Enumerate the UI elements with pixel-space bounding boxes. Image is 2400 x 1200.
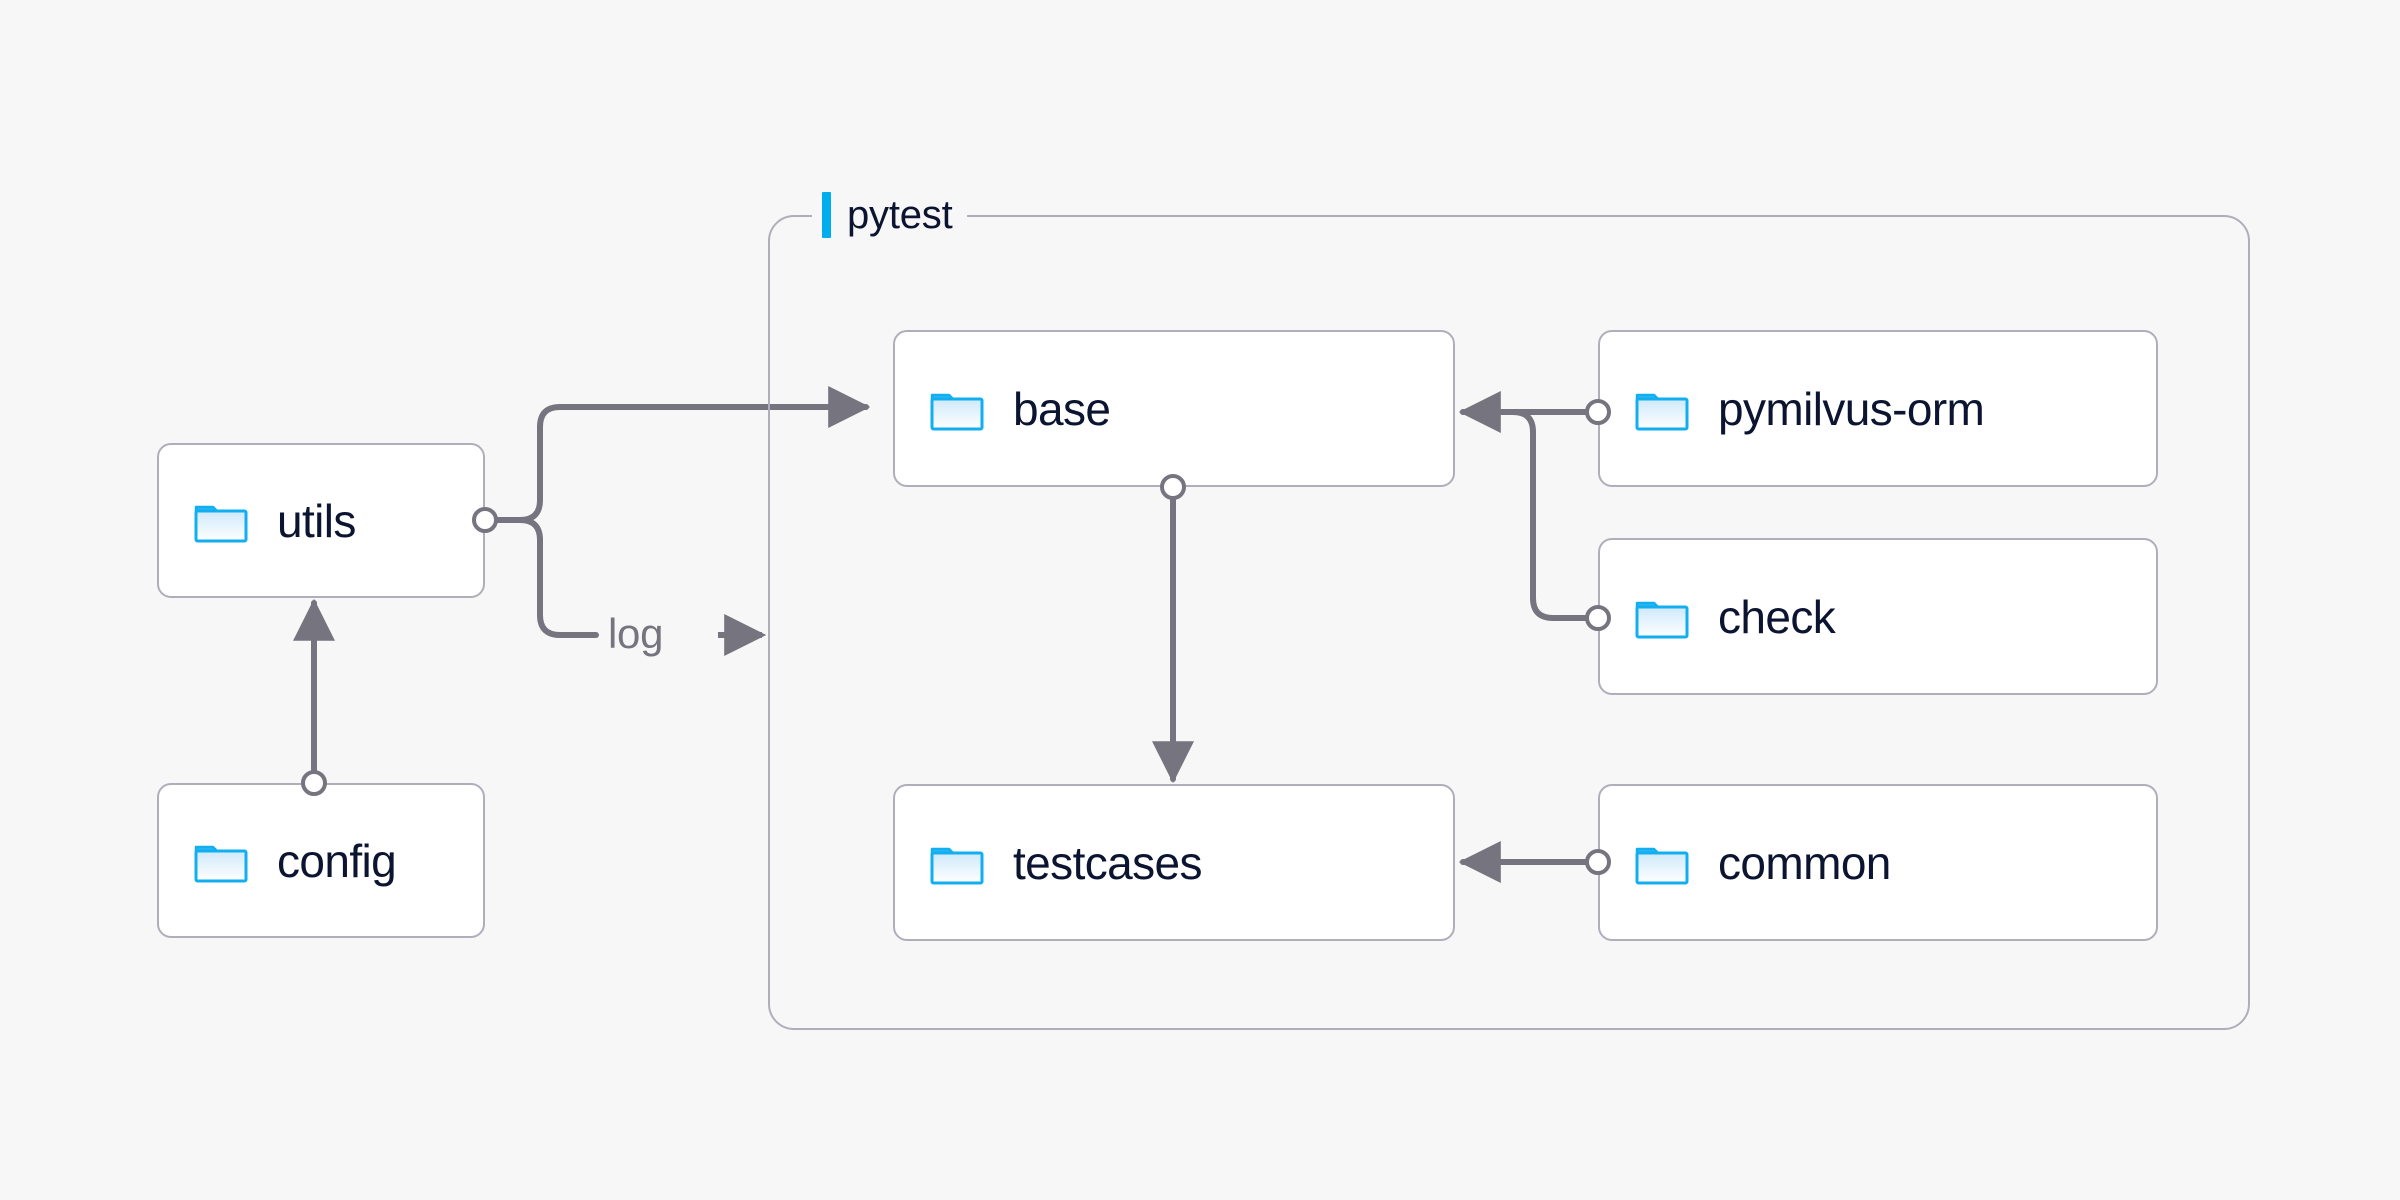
- node-pymilvus-orm-label: pymilvus-orm: [1718, 382, 1985, 435]
- port-config-top[interactable]: [301, 770, 327, 796]
- port-check-left[interactable]: [1585, 605, 1611, 631]
- group-pytest[interactable]: [768, 215, 2250, 1030]
- node-testcases-label: testcases: [1013, 836, 1203, 889]
- port-base-bottom[interactable]: [1160, 474, 1186, 500]
- folder-icon: [930, 393, 984, 430]
- group-pytest-label-text: pytest: [847, 192, 953, 237]
- folder-icon: [1635, 847, 1689, 884]
- folder-icon: [930, 847, 984, 884]
- folder-icon: [1635, 393, 1689, 430]
- node-utils[interactable]: utils: [157, 443, 485, 598]
- node-check-label: check: [1718, 590, 1836, 643]
- edge-utils-log: [482, 517, 599, 638]
- port-pymilvus-orm-left[interactable]: [1585, 399, 1611, 425]
- node-config-label: config: [277, 834, 397, 887]
- folder-icon: [194, 845, 248, 882]
- node-common[interactable]: common: [1598, 784, 2158, 941]
- edge-label-log: log: [600, 610, 672, 658]
- accent-bar-icon: [822, 192, 831, 238]
- folder-icon: [1635, 601, 1689, 638]
- node-testcases[interactable]: testcases: [893, 784, 1455, 941]
- folder-icon: [194, 505, 248, 542]
- node-base[interactable]: base: [893, 330, 1455, 487]
- node-common-label: common: [1718, 836, 1891, 889]
- port-common-left[interactable]: [1585, 849, 1611, 875]
- node-utils-label: utils: [277, 494, 356, 547]
- node-check[interactable]: check: [1598, 538, 2158, 695]
- node-config[interactable]: config: [157, 783, 485, 938]
- group-pytest-label: pytest: [812, 188, 967, 242]
- port-utils-right[interactable]: [472, 507, 498, 533]
- node-pymilvus-orm[interactable]: pymilvus-orm: [1598, 330, 2158, 487]
- node-base-label: base: [1013, 382, 1111, 435]
